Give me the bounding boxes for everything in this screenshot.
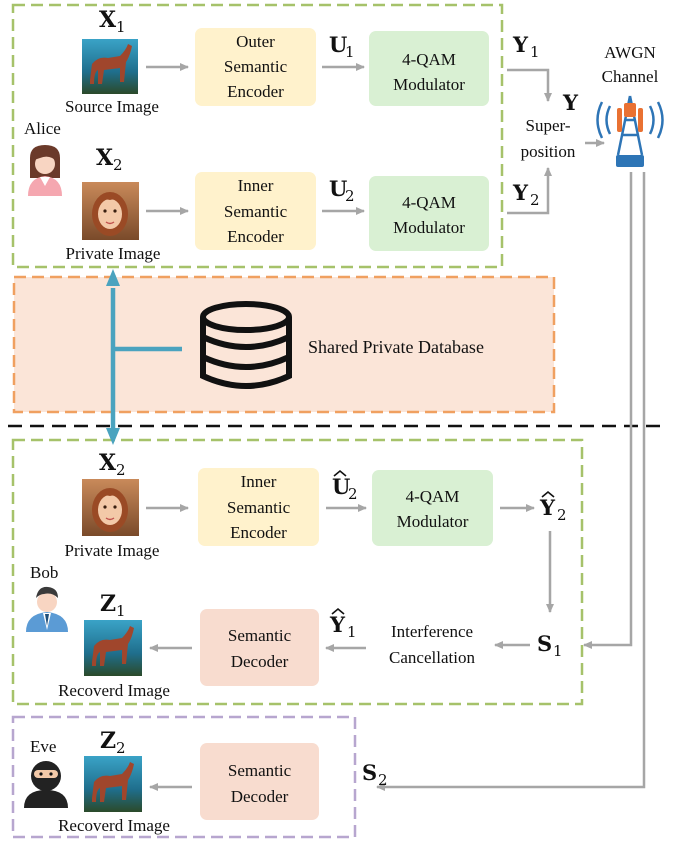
- y2-subscript: 2: [530, 191, 540, 209]
- channel-label-line2: Channel: [602, 67, 659, 86]
- bob-u2hat-subscript: 2: [348, 485, 358, 503]
- bob-s1-symbol: S: [537, 631, 552, 656]
- inner-encoder-bob-line2: Semantic: [227, 498, 291, 517]
- database-icon: [200, 301, 292, 389]
- interference-label-line2: Cancellation: [389, 648, 475, 667]
- bob-private-image: [82, 479, 139, 536]
- arrow-y2-to-superposition: [507, 167, 552, 215]
- bob-y1hat-hat: [331, 607, 345, 615]
- bob-avatar-icon: [26, 586, 68, 632]
- modulator-1-line2: Modulator: [393, 75, 465, 94]
- decoder-bob-line1: Semantic: [228, 626, 292, 645]
- inner-semantic-encoder-bob: [198, 468, 319, 546]
- x1-subscript: 1: [116, 18, 126, 36]
- arrow-channel-to-bob: [583, 172, 633, 649]
- semantic-decoder-eve: [200, 743, 319, 820]
- decoder-eve-line2: Decoder: [231, 787, 289, 806]
- inner-encoder-alice-line1: Inner: [238, 176, 274, 195]
- u2-symbol: U: [329, 176, 347, 201]
- modulator-2-line1: 4-QAM: [402, 193, 456, 212]
- x2-subscript: 2: [113, 156, 123, 174]
- bob-u2hat-hat: [333, 469, 347, 477]
- channel-label-line1: AWGN: [604, 43, 656, 62]
- database-region: [12, 275, 556, 414]
- antenna-tower-icon: [596, 95, 664, 167]
- u2-subscript: 2: [345, 187, 355, 205]
- superposition-y-symbol: Y: [562, 90, 579, 115]
- outer-encoder-line2: Semantic: [224, 57, 288, 76]
- private-image-caption: Private Image: [66, 244, 161, 263]
- bob-s1-subscript: 1: [553, 642, 563, 660]
- database-link-arrow-down: [106, 428, 120, 445]
- eve-recovered-image-caption: Recoverd Image: [58, 816, 170, 835]
- x1-symbol: X: [99, 7, 117, 33]
- decoder-eve-line1: Semantic: [228, 761, 292, 780]
- eve-region: [11, 715, 357, 839]
- arrow-y1-to-superposition: [507, 68, 552, 102]
- database-link-arrow-up: [106, 269, 120, 286]
- semantic-decoder-bob: [200, 609, 319, 686]
- x2-symbol: X: [96, 145, 114, 171]
- bob-y2hat-symbol: Y: [539, 495, 556, 520]
- bob-y1hat-symbol: Y: [329, 612, 346, 637]
- modulator-bob-line1: 4-QAM: [406, 487, 460, 506]
- arrow-channel-to-eve: [376, 172, 646, 791]
- bob-region: [11, 438, 584, 706]
- inner-encoder-bob-line3: Encoder: [230, 523, 287, 542]
- outer-encoder-line3: Encoder: [227, 82, 284, 101]
- y1-subscript: 1: [530, 43, 540, 61]
- bob-y2hat-hat: [541, 490, 555, 498]
- interference-label-line1: Interference: [391, 622, 473, 641]
- eve-recovered-image: [84, 756, 142, 812]
- outer-encoder-line1: Outer: [236, 32, 275, 51]
- modulator-2: [369, 176, 489, 251]
- bob-z1-subscript: 1: [116, 602, 126, 620]
- superposition-label-line1: Super-: [526, 116, 571, 135]
- bob-x2-subscript: 2: [116, 461, 126, 479]
- bob-x2-symbol: X: [99, 450, 117, 476]
- modulator-1-line1: 4-QAM: [402, 50, 456, 69]
- private-image: [82, 182, 139, 240]
- bob-y1hat-subscript: 1: [347, 623, 357, 641]
- bob-recovered-image: [84, 620, 142, 676]
- bob-u2hat-symbol: U: [332, 474, 350, 499]
- eve-s2-symbol: S: [362, 760, 377, 785]
- modulator-1: [369, 31, 489, 106]
- eve-z2-subscript: 2: [116, 739, 126, 757]
- modulator-bob-line2: Modulator: [397, 512, 469, 531]
- decoder-bob-line2: Decoder: [231, 652, 289, 671]
- bob-z1-symbol: Z: [100, 591, 116, 617]
- modulator-2-line2: Modulator: [393, 218, 465, 237]
- superposition-label-line2: position: [521, 142, 576, 161]
- y2-symbol: Y: [512, 180, 529, 205]
- u1-subscript: 1: [345, 43, 355, 61]
- eve-z2-symbol: Z: [100, 728, 116, 754]
- inner-encoder-bob-line1: Inner: [241, 472, 277, 491]
- bob-name: Bob: [30, 563, 58, 582]
- eve-name: Eve: [30, 737, 56, 756]
- bob-private-image-caption: Private Image: [65, 541, 160, 560]
- modulator-bob: [372, 470, 493, 546]
- database-label: Shared Private Database: [308, 337, 484, 357]
- alice-name: Alice: [24, 119, 61, 138]
- eve-avatar-icon: [24, 761, 68, 808]
- bob-recovered-image-caption: Recoverd Image: [58, 681, 170, 700]
- alice-region: [11, 3, 504, 269]
- eve-s2-subscript: 2: [378, 771, 388, 789]
- alice-avatar-icon: [28, 145, 62, 196]
- inner-semantic-encoder-alice: [195, 172, 316, 250]
- source-image-caption: Source Image: [65, 97, 159, 116]
- inner-encoder-alice-line3: Encoder: [227, 227, 284, 246]
- y1-symbol: Y: [512, 32, 529, 57]
- outer-semantic-encoder: [195, 28, 316, 106]
- inner-encoder-alice-line2: Semantic: [224, 202, 288, 221]
- bob-y2hat-subscript: 2: [557, 506, 567, 524]
- u1-symbol: U: [329, 32, 347, 57]
- source-image: [82, 39, 138, 94]
